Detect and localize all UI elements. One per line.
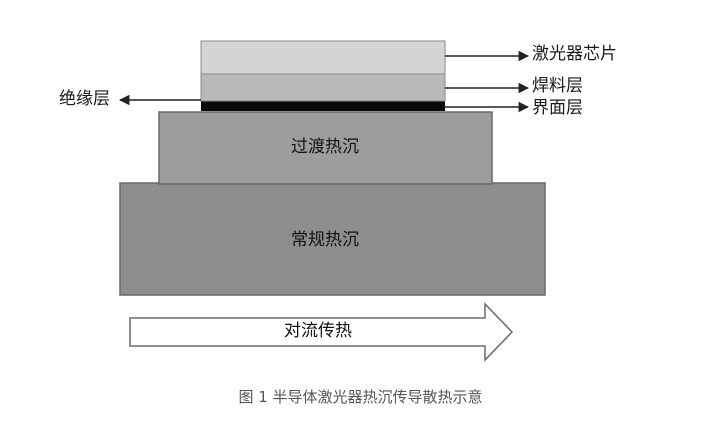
figure-caption: 图 1 半导体激光器热沉传导散热示意 [238, 388, 483, 406]
insulation-label: 绝缘层 [59, 89, 110, 109]
conventional-heatsink-block [119, 182, 546, 296]
convection-label: 对流传热 [284, 321, 352, 341]
solder-label: 焊料层 [532, 76, 583, 96]
solder-layer-block [200, 73, 446, 102]
transition-heatsink-block [158, 111, 493, 185]
interface-label: 界面层 [532, 98, 583, 118]
conventional-heatsink-label: 常规热沉 [291, 230, 359, 250]
transition-heatsink-label: 过渡热沉 [291, 137, 359, 157]
convection-arrow-shape [129, 302, 514, 362]
laser-chip-block [200, 40, 446, 75]
interface-layer-block [201, 101, 445, 111]
chip-label: 激光器芯片 [532, 44, 617, 64]
